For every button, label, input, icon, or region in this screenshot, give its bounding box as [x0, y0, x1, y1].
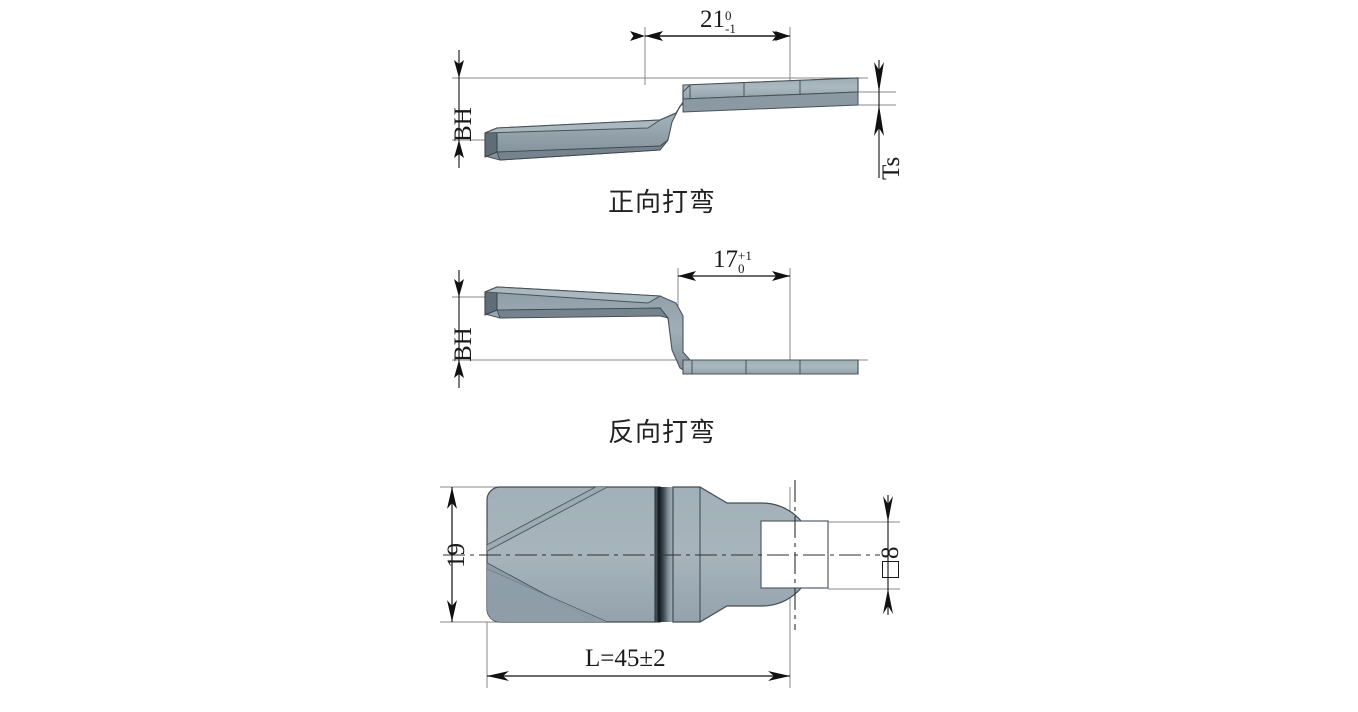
dimension-ts-text: Ts	[878, 156, 905, 180]
dimension-ts	[874, 60, 884, 178]
square-symbol-icon	[882, 561, 899, 578]
dimension-bh-mid	[454, 270, 464, 388]
dimension-bh-top	[454, 50, 464, 168]
dimension-bh-mid-text: BH	[450, 327, 477, 362]
dimension-17-sup: +1	[738, 247, 752, 263]
view-forward-bend	[452, 27, 896, 178]
dimension-19	[447, 487, 457, 622]
dimension-length	[487, 671, 790, 681]
dimension-8-value: 8	[877, 546, 904, 560]
dimension-21-value: 21	[700, 6, 725, 33]
dimension-21-sub: -1	[725, 21, 736, 37]
caption-reverse-bend: 反向打弯	[608, 418, 717, 448]
caption-forward-bend: 正向打弯	[608, 188, 717, 218]
dimension-length-text: L=45±2	[585, 645, 666, 672]
dimension-19-text: 19	[443, 543, 470, 568]
part-reverse-bend	[484, 286, 859, 375]
dimension-17-sub: 0	[738, 261, 745, 277]
part-plan-view	[486, 486, 829, 623]
dimension-square-8-text: 8	[877, 546, 905, 578]
dimension-square-8	[883, 495, 893, 615]
dimension-21-sup: 0	[725, 7, 732, 23]
view-plan	[440, 480, 900, 688]
dimension-bh-top-text: BH	[450, 107, 477, 142]
dimension-17	[678, 271, 790, 281]
dimension-17-value: 17	[713, 246, 738, 273]
dimension-21	[630, 31, 790, 41]
view-reverse-bend	[452, 268, 868, 388]
part-forward-bend	[484, 77, 859, 161]
